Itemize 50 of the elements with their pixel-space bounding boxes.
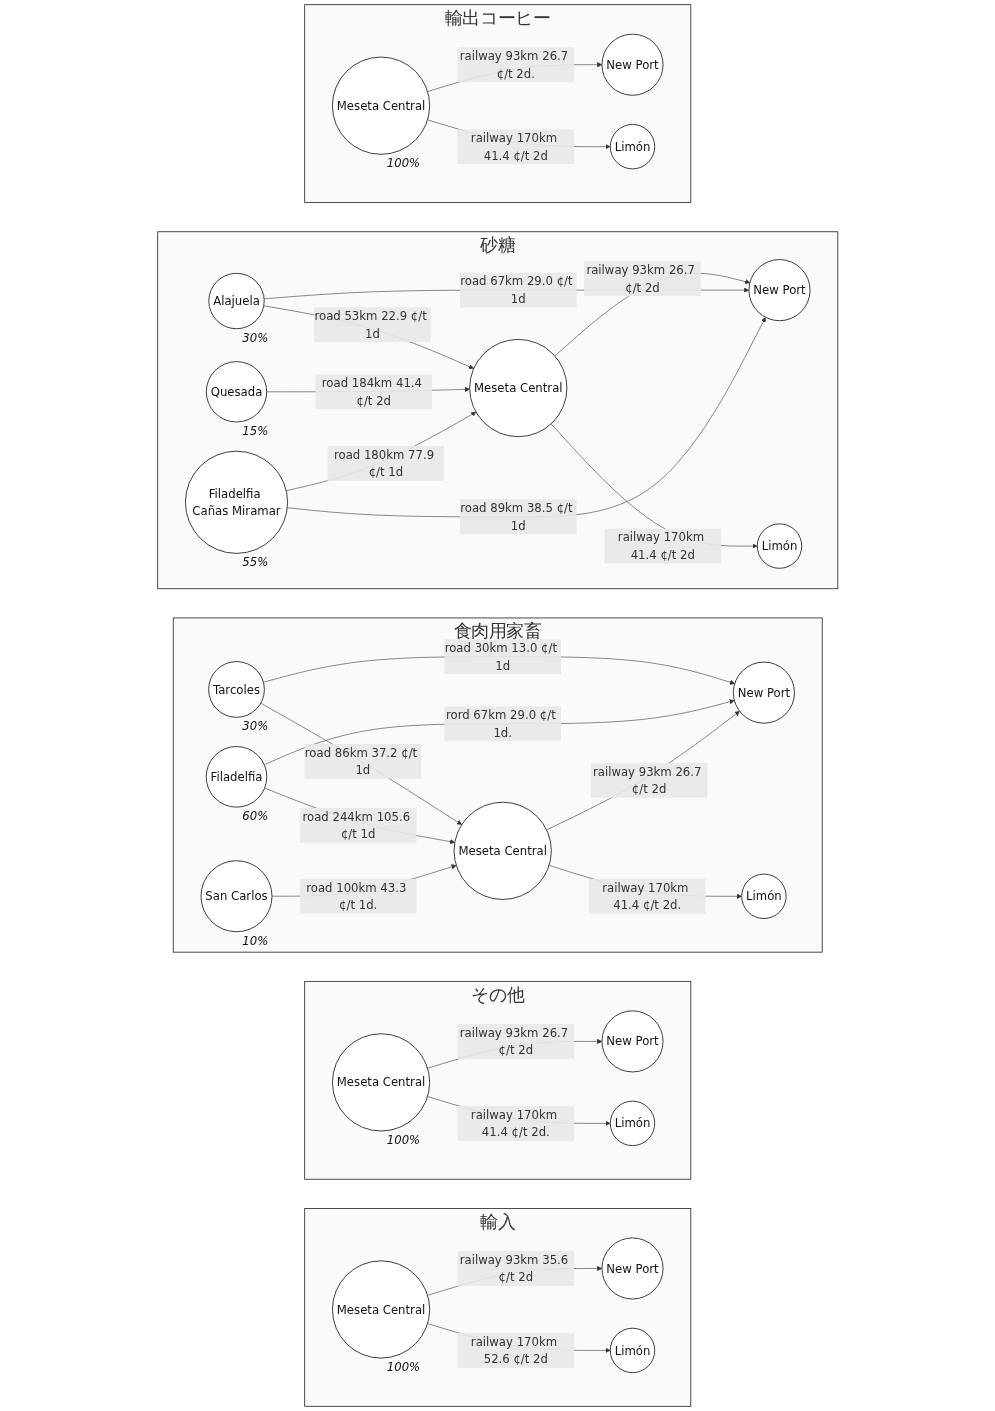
node-circle: New Port [601, 1237, 664, 1300]
node-circle: New Port [601, 33, 664, 96]
edge-label: road 180km 77.9 ¢/t 1d [333, 447, 434, 480]
node-circle: New Port [601, 1010, 664, 1073]
edge-label: road 184km 41.4 ¢/t 2d [321, 376, 422, 408]
node-circle: Filadelfia Cañas Miramar [184, 450, 288, 554]
node-circle: Quesada [205, 361, 267, 423]
node-circle: Meseta Central [331, 1033, 430, 1132]
node-label: 100% [386, 1359, 420, 1374]
edge-label: railway 93km 26.7 ¢/t 2d [459, 1025, 568, 1058]
node-circle: Limón [609, 1327, 655, 1374]
edge-label: road 89km 38.5 ¢/t 1d [460, 501, 573, 533]
edge-label: railway 93km 26.7 ¢/t 2d [592, 764, 702, 797]
edge-label: railway 170km 41.4 ¢/t 2d. [602, 880, 689, 913]
edge-label: road 53km 22.9 ¢/t 1d [314, 308, 427, 341]
edge-label: railway 170km 41.4 ¢/t 2d [617, 530, 704, 562]
node-label: 10% [242, 933, 269, 948]
edge-label: road 100km 43.3 ¢/t 1d. [306, 880, 407, 912]
edge-label: railway 93km 35.6 ¢/t 2d [459, 1252, 568, 1285]
node-circle: Limón [609, 1100, 655, 1147]
node-circle: Limón [756, 523, 802, 569]
edge-label: railway 93km 26.7 ¢/t 2d. [459, 48, 568, 81]
edge-label: railway 93km 26.7 ¢/t 2d [586, 263, 695, 295]
node-circle: Alajuela [208, 272, 265, 330]
edge-label: railway 170km 52.6 ¢/t 2d [470, 1334, 557, 1367]
node-label: 100% [386, 156, 420, 171]
edge-label: railway 170km 41.4 ¢/t 2d [470, 130, 557, 163]
node-circle: Limón [609, 124, 655, 170]
node-label: 15% [242, 423, 269, 438]
node-circle: New Port [748, 259, 811, 322]
edge-label: railway 170km 41.4 ¢/t 2d. [470, 1107, 557, 1140]
node-label: 60% [242, 808, 269, 823]
node-circle: San Carlos [200, 860, 273, 933]
node-label: 100% [386, 1132, 420, 1147]
node-label: 30% [242, 719, 269, 734]
edge-label: rord 67km 29.0 ¢/t 1d. [445, 707, 556, 740]
edge-label: road 244km 105.6 ¢/t 1d [302, 809, 410, 842]
edge-label: road 67km 29.0 ¢/t 1d [460, 274, 573, 306]
node-label: 30% [242, 330, 269, 345]
node-circle: New Port [732, 661, 795, 724]
edge-label: road 86km 37.2 ¢/t 1d [304, 745, 417, 778]
node-circle: Meseta Central [331, 56, 430, 155]
node-circle: Tarcoles [207, 661, 265, 718]
node-circle: Meseta Central [453, 801, 552, 900]
node-circle: Filadelfia [205, 746, 268, 808]
edge-label: road 30km 13.0 ¢/t 1d [444, 640, 557, 673]
node-circle: Meseta Central [468, 338, 568, 438]
node-circle: Meseta Central [331, 1260, 430, 1359]
node-circle: Limón [741, 873, 787, 919]
node-label: 55% [242, 555, 269, 570]
